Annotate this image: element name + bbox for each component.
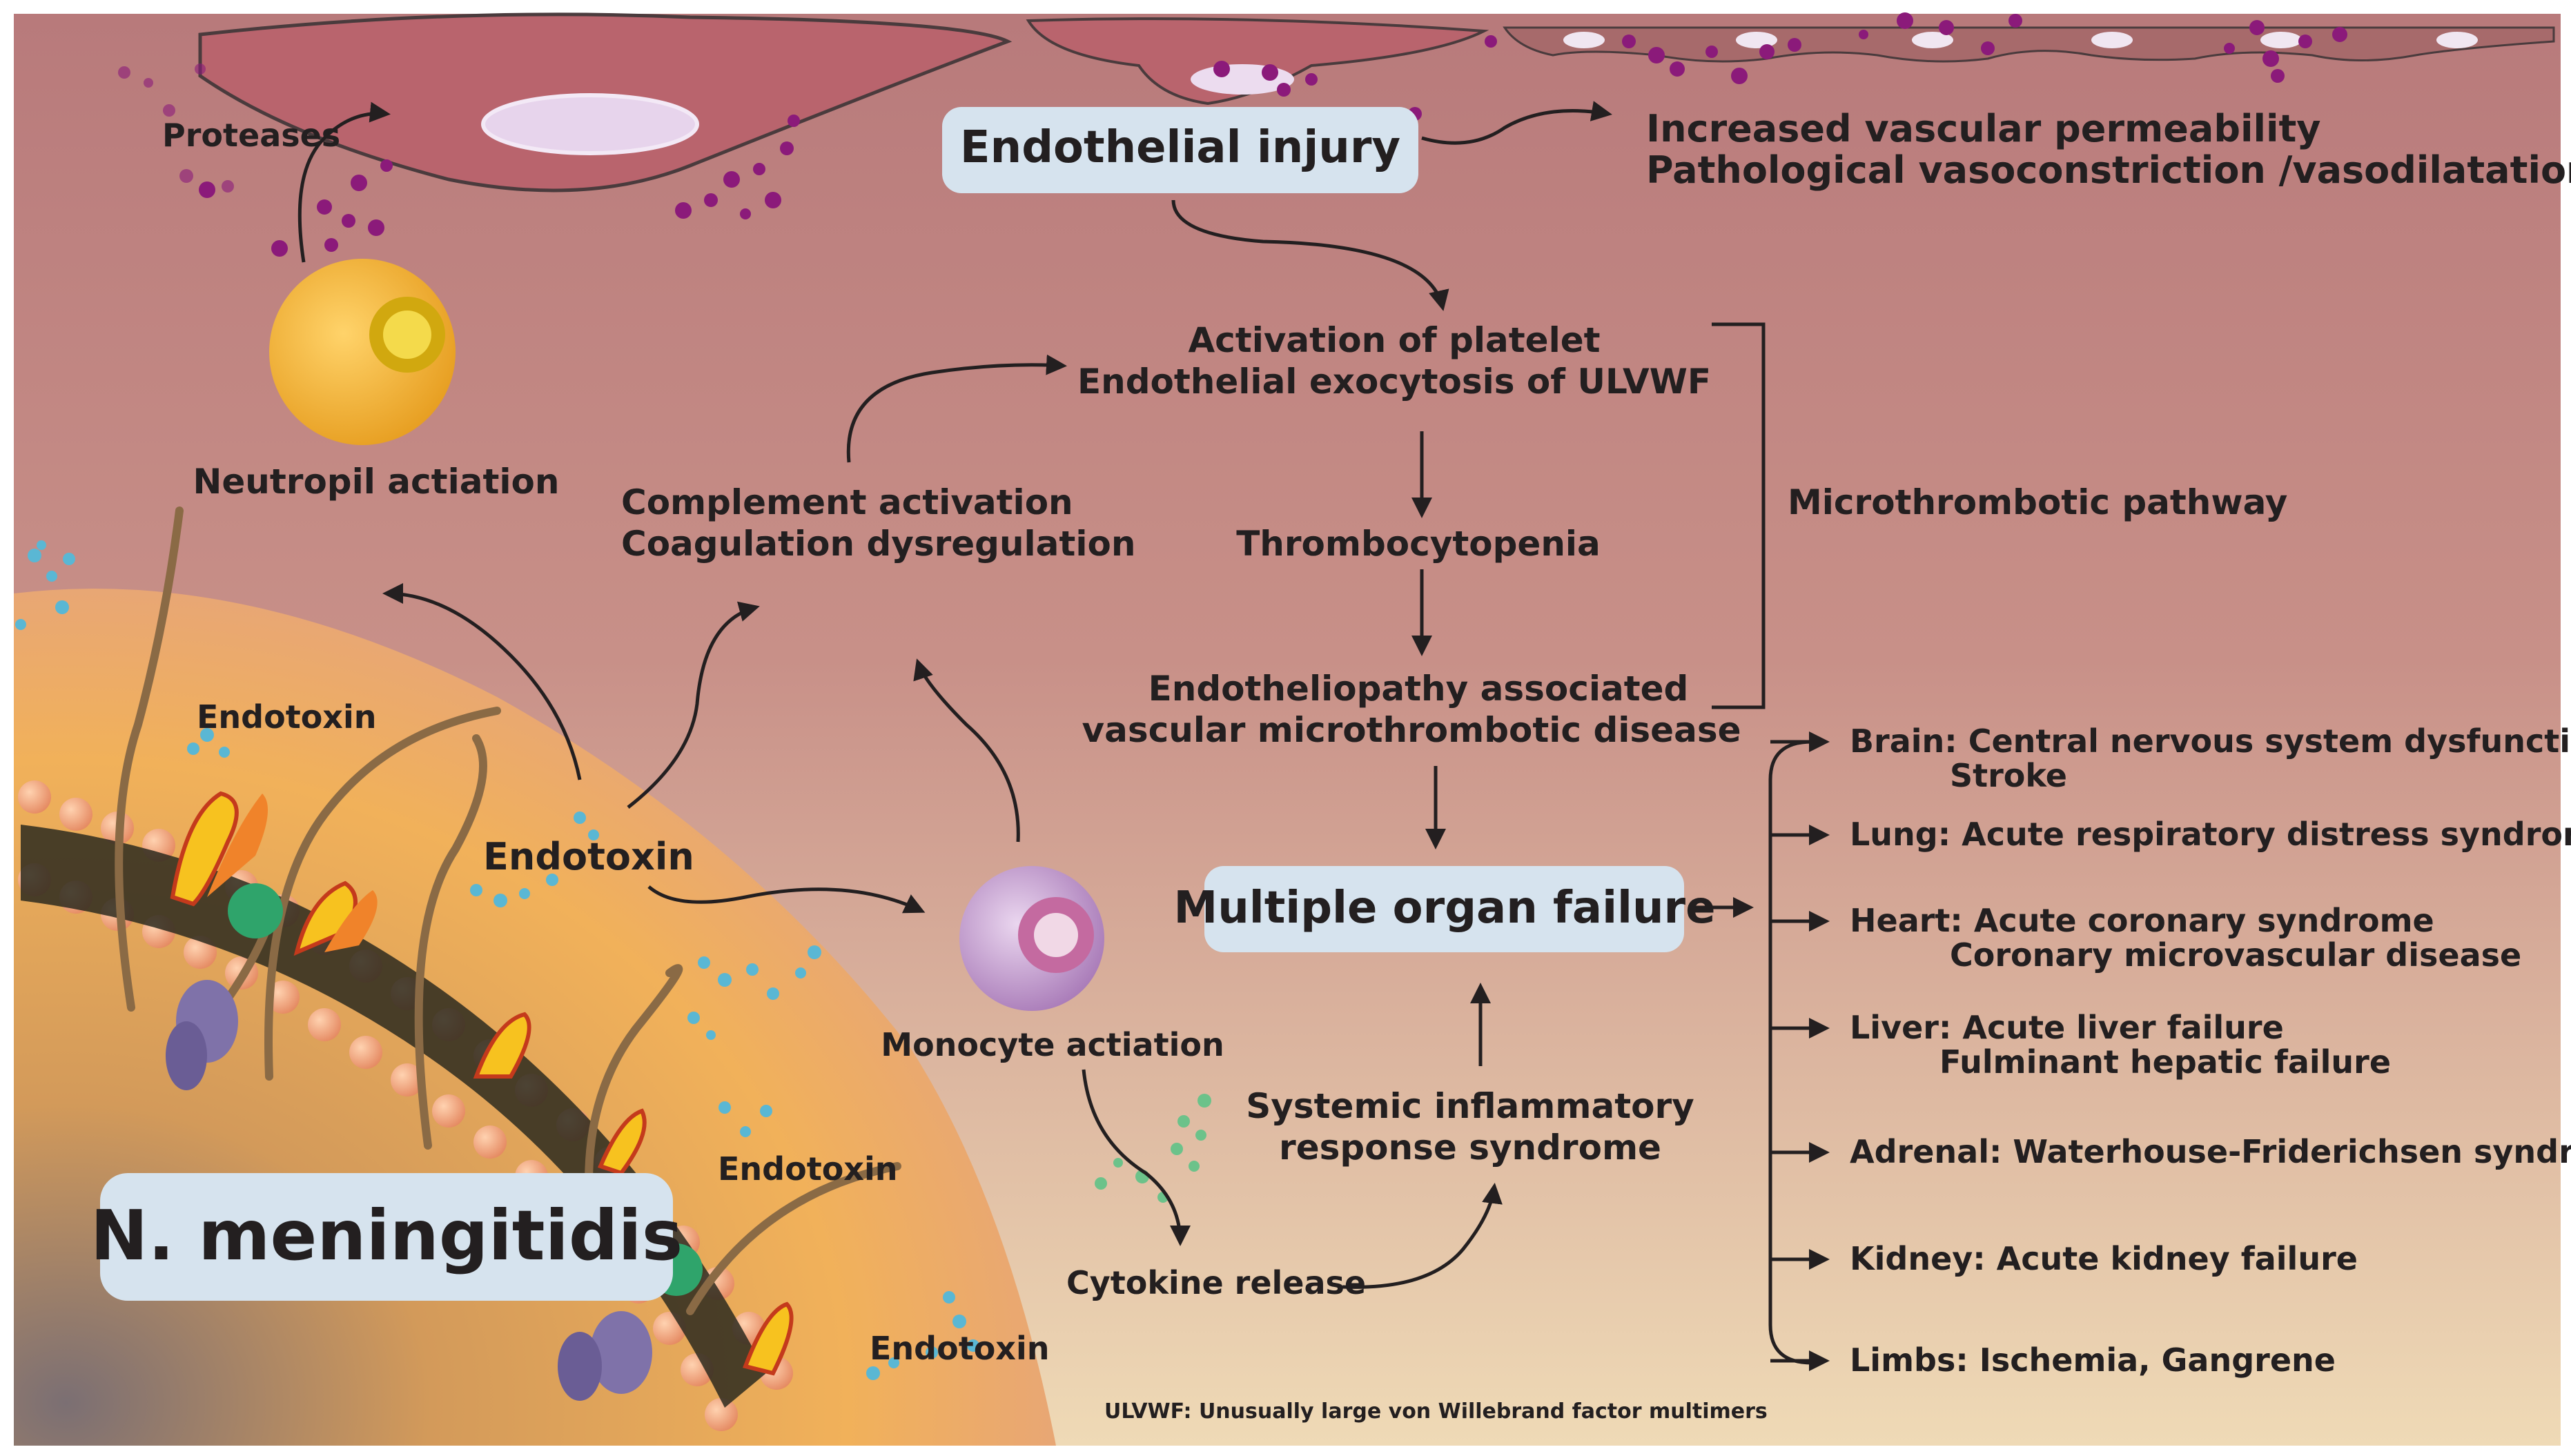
arrows: [297, 101, 1754, 1289]
sirs-label-1: Systemic inflammatory: [1246, 1086, 1694, 1126]
monocyte-label: Monocyte actiation: [881, 1026, 1224, 1063]
cytokine-release-label: Cytokine release: [1066, 1264, 1366, 1301]
complement-label-2: Coagulation dysregulation: [621, 524, 1135, 564]
thrombocytopenia-label: Thrombocytopenia: [1236, 524, 1601, 564]
organ-lung: Lung: Acute respiratory distress syndrom…: [1850, 816, 2571, 853]
organ-list: Brain: Central nervous system dysfunctio…: [1850, 722, 2571, 1379]
organ-bracket: [1768, 731, 1830, 1371]
endothelial-injury-box: [942, 107, 1418, 193]
platelet-label-2: Endothelial exocytosis of ULVWF: [1077, 362, 1711, 402]
multiple-organ-failure-label: Multiple organ failure: [1174, 883, 1716, 934]
multiple-organ-failure-box: [1204, 866, 1684, 952]
endotoxin-label-3: Endotoxin: [870, 1330, 1049, 1367]
effect-label-2: Pathological vasoconstriction /vasodilat…: [1646, 148, 2571, 192]
endotoxin-particles: [15, 540, 979, 1380]
n-meningitidis-label: N. meningitidis: [90, 1195, 683, 1276]
organ-brain-1: Brain: Central nervous system dysfunctio…: [1850, 722, 2571, 760]
organ-heart-1: Heart: Acute coronary syndrome: [1850, 902, 2434, 939]
microthrombotic-bracket: [1712, 322, 1766, 709]
endotheliopathy-label-1: Endotheliopathy associated: [1148, 669, 1689, 709]
endotoxin-label-main: Endotoxin: [483, 835, 694, 878]
cytokine-particles: [1095, 1094, 1211, 1203]
neutrophil-cell: [269, 259, 456, 445]
footnote: ULVWF: Unusually large von Willebrand fa…: [1104, 1399, 1768, 1424]
organ-liver-2: Fulminant hepatic failure: [1939, 1043, 2391, 1081]
effect-label-1: Increased vascular permeability: [1646, 107, 2321, 150]
purple-particles: [118, 12, 2347, 257]
endotoxin-label-1: Endotoxin: [197, 698, 376, 736]
microthrombotic-pathway-label: Microthrombotic pathway: [1788, 482, 2287, 522]
organ-adrenal: Adrenal: Waterhouse-Friderichsen syndrom…: [1850, 1133, 2571, 1170]
organ-limbs: Limbs: Ischemia, Gangrene: [1850, 1341, 2336, 1379]
n-meningitidis-box: [100, 1173, 673, 1301]
sirs-label-2: response syndrome: [1279, 1128, 1661, 1168]
organ-liver-1: Liver: Acute liver failure: [1850, 1009, 2284, 1046]
complement-label-1: Complement activation: [621, 482, 1073, 522]
organ-heart-2: Coronary microvascular disease: [1950, 936, 2521, 974]
organ-brain-2: Stroke: [1950, 757, 2067, 794]
organ-kidney: Kidney: Acute kidney failure: [1850, 1240, 2358, 1277]
endotoxin-label-2: Endotoxin: [718, 1150, 897, 1188]
monocyte-cell: [959, 866, 1104, 1011]
neutrophil-label: Neutropil actiation: [193, 462, 560, 502]
platelet-label-1: Activation of platelet: [1188, 320, 1600, 360]
proteases-label: Proteases: [162, 117, 340, 154]
endotheliopathy-label-2: vascular microthrombotic disease: [1082, 710, 1741, 750]
endothelial-injury-label: Endothelial injury: [960, 122, 1400, 173]
